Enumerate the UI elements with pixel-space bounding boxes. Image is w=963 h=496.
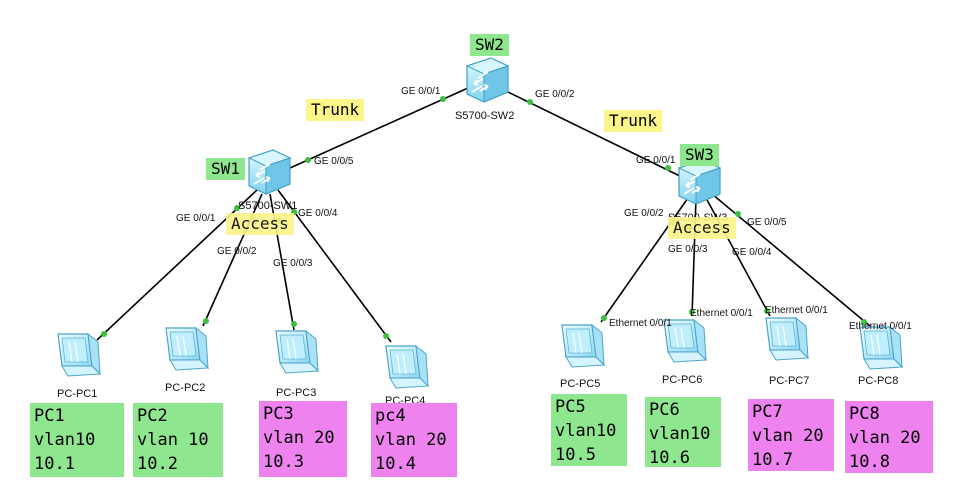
pc-ip: 10.4 bbox=[375, 454, 416, 474]
pc-ip: 10.1 bbox=[34, 454, 75, 474]
sw3-tag: SW3 bbox=[680, 144, 719, 166]
pc6-device-label: PC-PC6 bbox=[662, 374, 703, 386]
pc4-computer-icon[interactable] bbox=[385, 345, 429, 389]
pc1-device-label: PC-PC1 bbox=[57, 388, 98, 400]
pc-name: PC7 bbox=[752, 402, 783, 422]
link-sw2-sw1[interactable] bbox=[289, 87, 469, 169]
port-label: GE 0/0/5 bbox=[314, 156, 354, 167]
pc7-computer-icon[interactable] bbox=[765, 317, 809, 361]
pc-ip: 10.2 bbox=[137, 454, 178, 474]
pc5-device-label: PC-PC5 bbox=[560, 378, 601, 390]
port-label: GE 0/0/2 bbox=[535, 89, 575, 100]
pc-name: PC2 bbox=[137, 406, 168, 426]
pc-vlan: vlan 10 bbox=[137, 430, 209, 450]
trunk-left-label: Trunk bbox=[306, 99, 365, 121]
port-label: GE 0/0/5 bbox=[747, 217, 787, 228]
pc8-device-label: PC-PC8 bbox=[858, 375, 899, 387]
pc-vlan: vlan10 bbox=[555, 421, 617, 441]
pc-ip: 10.6 bbox=[649, 448, 690, 468]
pc3-computer-icon[interactable] bbox=[275, 330, 319, 374]
port-label: GE 0/0/1 bbox=[401, 86, 441, 97]
pc-vlan: vlan10 bbox=[649, 424, 711, 444]
port-label: Ethernet 0/0/1 bbox=[690, 308, 753, 319]
sw1-tag: SW1 bbox=[206, 158, 245, 180]
access-right-label: Access bbox=[668, 217, 736, 239]
link-sw2-sw3[interactable] bbox=[503, 89, 689, 181]
port-label: Ethernet 0/0/1 bbox=[609, 318, 672, 329]
pc7-device-label: PC-PC7 bbox=[769, 375, 810, 387]
pc3-device-label: PC-PC3 bbox=[276, 387, 317, 399]
access-left-label: Access bbox=[226, 213, 294, 235]
port-label: GE 0/0/3 bbox=[668, 244, 708, 255]
pc-ip: 10.5 bbox=[555, 445, 596, 465]
pc6-info-box: PC6 vlan10 10.6 bbox=[645, 397, 721, 468]
pc-ip: 10.3 bbox=[263, 452, 304, 472]
pc2-device-label: PC-PC2 bbox=[165, 382, 206, 394]
link-sw1-pc4[interactable] bbox=[277, 189, 392, 343]
sw1-model-label: S5700-SW1 bbox=[238, 200, 298, 212]
port-label: GE 0/0/2 bbox=[217, 246, 257, 257]
sw2-tag: SW2 bbox=[470, 34, 509, 56]
pc-vlan: vlan10 bbox=[34, 430, 96, 450]
pc-name: pc4 bbox=[375, 406, 406, 426]
pc3-info-box: PC3 vlan 20 10.3 bbox=[259, 401, 347, 477]
pc-name: PC3 bbox=[263, 404, 294, 424]
sw2-switch-icon[interactable] bbox=[466, 57, 509, 103]
port-label: Ethernet 0/0/1 bbox=[765, 305, 828, 316]
pc-name: PC5 bbox=[555, 397, 586, 417]
port-label: Ethernet 0/0/1 bbox=[849, 321, 912, 332]
trunk-right-label: Trunk bbox=[604, 110, 663, 132]
sw3-switch-icon[interactable] bbox=[678, 159, 721, 205]
port-label: GE 0/0/1 bbox=[636, 155, 676, 166]
pc8-computer-icon[interactable] bbox=[859, 326, 903, 370]
pc5-computer-icon[interactable] bbox=[561, 324, 605, 368]
port-label: GE 0/0/1 bbox=[176, 213, 216, 224]
pc2-info-box: PC2 vlan 10 10.2 bbox=[133, 403, 223, 477]
pc8-info-box: PC8 vlan 20 10.8 bbox=[845, 401, 933, 473]
pc5-info-box: PC5 vlan10 10.5 bbox=[551, 394, 627, 466]
pc-vlan: vlan 20 bbox=[375, 430, 447, 450]
pc-vlan: vlan 20 bbox=[263, 428, 335, 448]
pc1-info-box: PC1 vlan10 10.1 bbox=[30, 403, 124, 477]
pc2-computer-icon[interactable] bbox=[165, 327, 209, 371]
pc-name: PC6 bbox=[649, 400, 680, 420]
pc1-computer-icon[interactable] bbox=[57, 333, 101, 377]
sw2-model-label: S5700-SW2 bbox=[455, 110, 515, 122]
sw1-switch-icon[interactable] bbox=[248, 149, 291, 195]
pc-name: PC8 bbox=[849, 404, 880, 424]
port-label: GE 0/0/4 bbox=[732, 247, 772, 258]
port-label: GE 0/0/3 bbox=[273, 258, 313, 269]
pc-vlan: vlan 20 bbox=[849, 428, 921, 448]
pc-name: PC1 bbox=[34, 406, 65, 426]
pc4-info-box: pc4 vlan 20 10.4 bbox=[371, 403, 457, 477]
port-label: GE 0/0/4 bbox=[298, 208, 338, 219]
pc-ip: 10.8 bbox=[849, 452, 890, 472]
port-label: GE 0/0/2 bbox=[624, 208, 664, 219]
pc-ip: 10.7 bbox=[752, 450, 793, 470]
pc-vlan: vlan 20 bbox=[752, 426, 824, 446]
pc7-info-box: PC7 vlan 20 10.7 bbox=[748, 399, 834, 471]
